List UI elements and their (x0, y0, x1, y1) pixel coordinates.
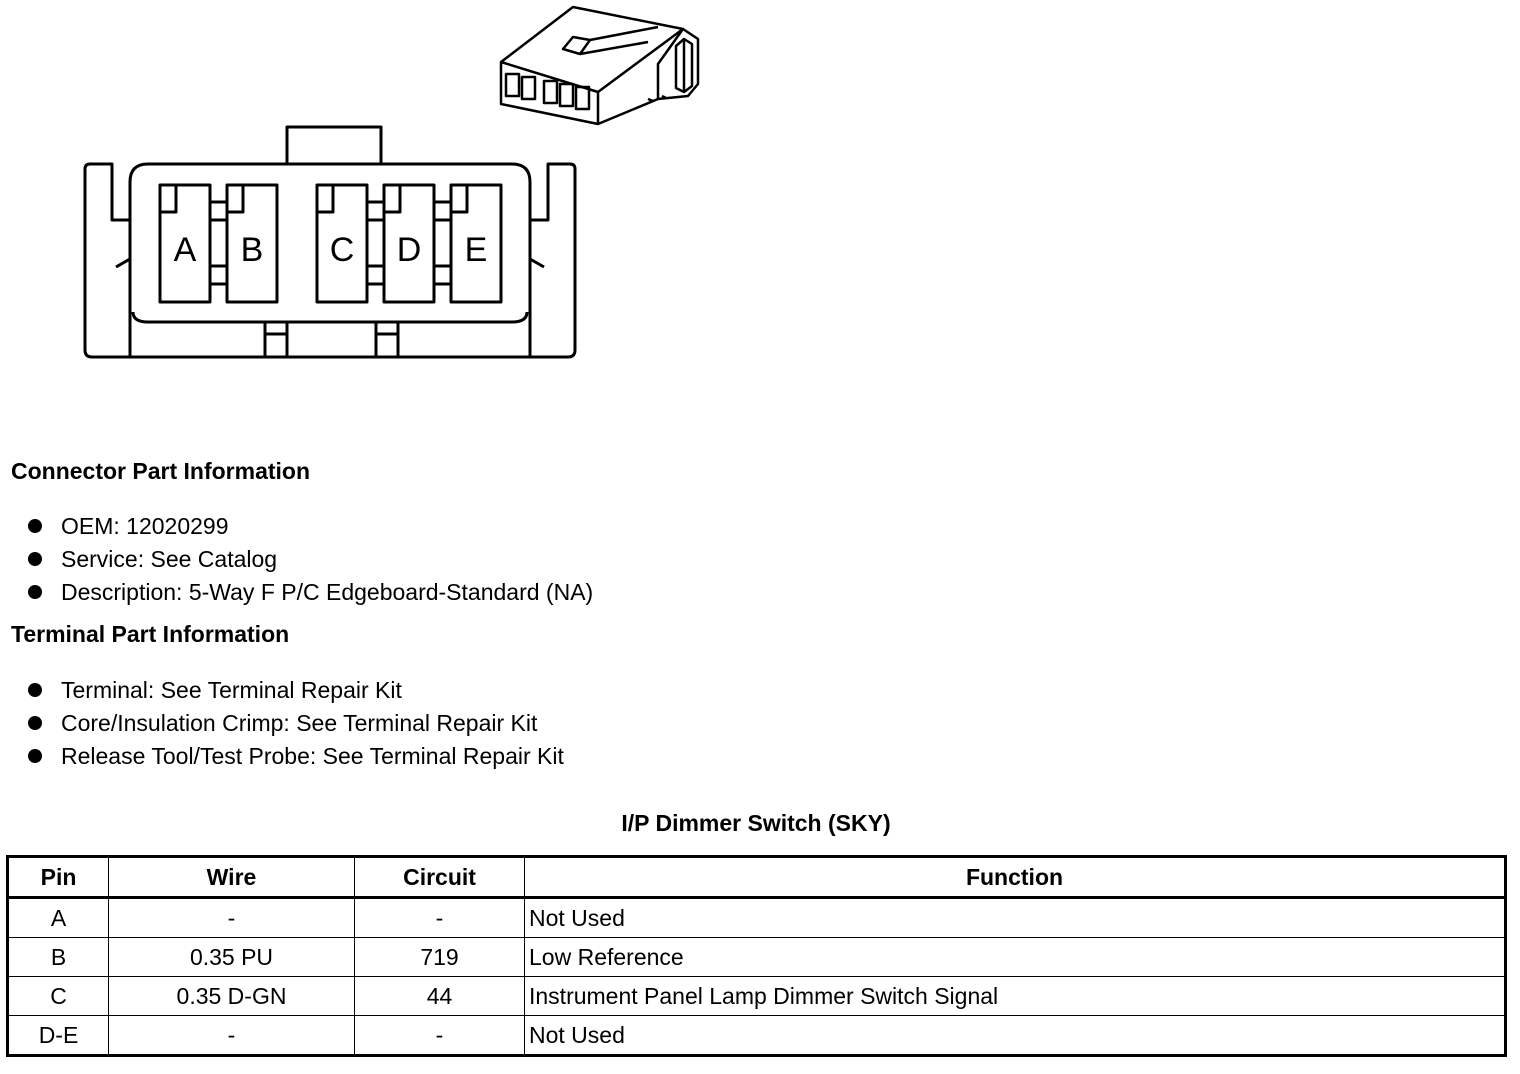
connector-isometric-illustration (499, 5, 700, 126)
bullet-icon (28, 748, 42, 763)
function-cell: Not Used (524, 897, 1506, 938)
column-header-circuit: Circuit (354, 856, 525, 899)
wire-cell: - (108, 1015, 355, 1056)
function-cell: Instrument Panel Lamp Dimmer Switch Sign… (524, 976, 1506, 1016)
list-item: OEM: 12020299 (28, 510, 593, 543)
wire-cell: - (108, 897, 355, 938)
table-row: A - - Not Used (7, 897, 1506, 938)
column-header-wire: Wire (108, 856, 355, 899)
connector-part-info-heading: Connector Part Information (11, 458, 311, 484)
wire-cell: 0.35 D-GN (108, 976, 355, 1016)
bullet-icon (28, 551, 42, 566)
column-header-function: Function (524, 856, 1506, 899)
cavity-group (158, 183, 503, 304)
pin-cell: D-E (7, 1015, 109, 1056)
function-cell: Low Reference (524, 937, 1506, 977)
bullet-icon (28, 715, 42, 730)
cavity-label-e: E (465, 231, 488, 269)
list-item: Core/Insulation Crimp: See Terminal Repa… (28, 707, 564, 740)
bullet-icon (28, 682, 42, 697)
terminal-part-info-list: Terminal: See Terminal Repair Kit Core/I… (28, 674, 564, 773)
cavity-label-a: A (174, 231, 197, 269)
bullet-icon (28, 518, 42, 533)
circuit-cell: - (354, 1015, 525, 1056)
pinout-table: Pin Wire Circuit Function A - - Not Used… (6, 855, 1507, 1057)
wire-cell: 0.35 PU (108, 937, 355, 977)
cavity-label-c: C (330, 231, 355, 269)
table-row: D-E - - Not Used (7, 1015, 1506, 1056)
table-row: C 0.35 D-GN 44 Instrument Panel Lamp Dim… (7, 976, 1506, 1016)
list-item: Description: 5-Way F P/C Edgeboard-Stand… (28, 576, 593, 609)
table-row: B 0.35 PU 719 Low Reference (7, 937, 1506, 977)
cavity-label-d: D (397, 231, 422, 269)
table-header-row: Pin Wire Circuit Function (7, 856, 1506, 899)
connector-part-info-list: OEM: 12020299 Service: See Catalog Descr… (28, 510, 593, 609)
pin-cell: A (7, 897, 109, 938)
column-header-pin: Pin (7, 856, 109, 899)
circuit-cell: - (354, 897, 525, 938)
table-title: I/P Dimmer Switch (SKY) (621, 810, 891, 836)
cavity-label-b: B (241, 231, 264, 269)
circuit-cell: 719 (354, 937, 525, 977)
terminal-part-info-heading: Terminal Part Information (11, 621, 290, 647)
circuit-cell: 44 (354, 976, 525, 1016)
pin-cell: B (7, 937, 109, 977)
function-cell: Not Used (524, 1015, 1506, 1056)
list-item: Terminal: See Terminal Repair Kit (28, 674, 564, 707)
pin-cell: C (7, 976, 109, 1016)
connector-face-diagram: A B C D E (83, 125, 577, 359)
list-item: Service: See Catalog (28, 543, 593, 576)
bullet-icon (28, 584, 42, 599)
list-item: Release Tool/Test Probe: See Terminal Re… (28, 740, 564, 773)
